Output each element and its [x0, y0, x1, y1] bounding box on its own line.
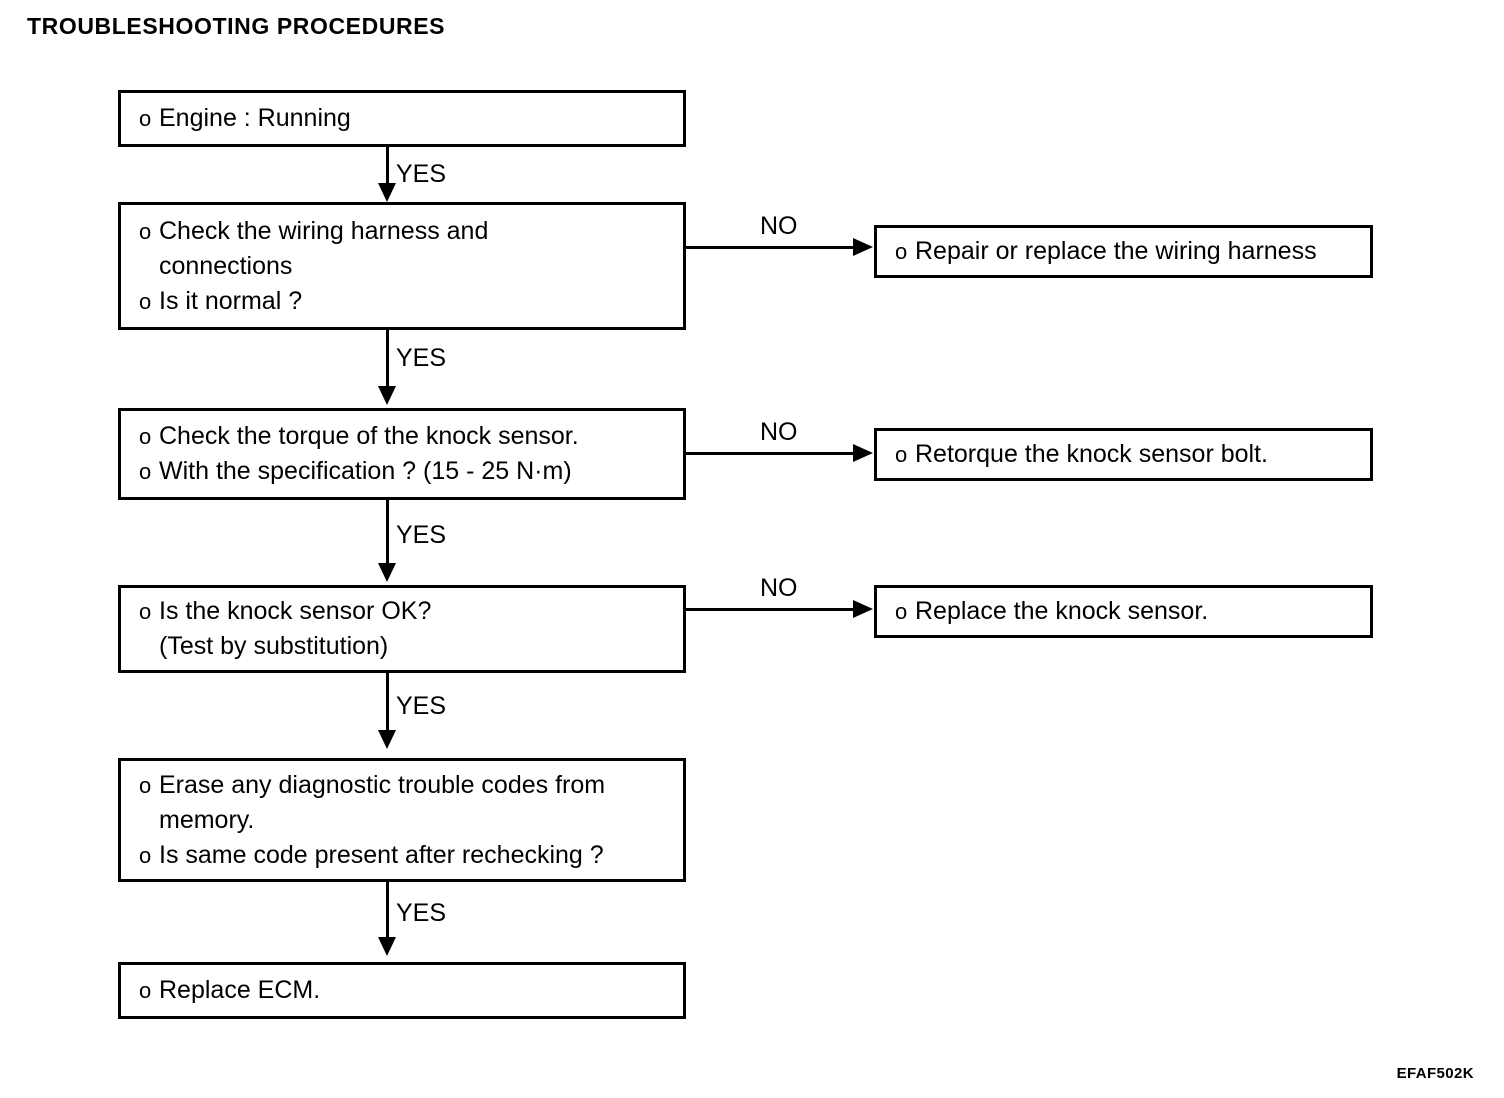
node-line: o Is it normal ?: [121, 284, 683, 319]
bullet-marker: o: [139, 459, 152, 484]
node-text: Is same code present after rechecking ?: [159, 840, 604, 869]
node-text: Check the wiring harness and: [159, 216, 489, 245]
edge-label-yes-1: YES: [396, 160, 447, 188]
edge-label-yes-2: YES: [396, 344, 447, 372]
node-text: connections: [159, 251, 293, 280]
node-line: o Engine : Running: [121, 101, 683, 136]
edge-label-no-1: NO: [760, 212, 798, 240]
page-title: TROUBLESHOOTING PROCEDURES: [27, 13, 446, 39]
connector-arrow-2: [378, 386, 396, 405]
connector-line-2: [386, 330, 389, 390]
edge-label-no-3: NO: [760, 574, 798, 602]
node-line: o With the specification ? (15 - 25 N·m): [121, 454, 683, 489]
flow-node-knock-sensor-ok: o Is the knock sensor OK? o (Test by sub…: [118, 585, 686, 673]
bullet-marker: o: [139, 772, 152, 798]
branch-arrow-no-3: [853, 600, 873, 618]
connector-line-4: [386, 673, 389, 734]
node-line: o Is same code present after rechecking …: [121, 838, 683, 873]
node-line: o memory.: [121, 803, 683, 838]
branch-line-no-3: [686, 608, 854, 611]
flow-node-check-torque: o Check the torque of the knock sensor. …: [118, 408, 686, 500]
bullet-marker: o: [139, 599, 152, 624]
edge-label-yes-5: YES: [396, 899, 447, 927]
node-text: memory.: [159, 805, 255, 834]
connector-arrow-1: [378, 183, 396, 202]
bullet-marker: o: [895, 239, 908, 264]
bullet-marker: o: [139, 978, 152, 1003]
node-line: o Repair or replace the wiring harness: [877, 234, 1370, 269]
branch-line-no-1: [686, 246, 854, 249]
node-text: Is the knock sensor OK?: [159, 597, 432, 625]
edge-label-no-2: NO: [760, 418, 798, 446]
node-line: o Check the torque of the knock sensor.: [121, 419, 683, 454]
node-line: o Replace the knock sensor.: [877, 594, 1370, 629]
node-text: Engine : Running: [159, 104, 351, 132]
node-line: o Replace ECM.: [121, 973, 683, 1008]
connector-arrow-3: [378, 563, 396, 582]
node-text: Is it normal ?: [159, 286, 303, 315]
edge-label-yes-3: YES: [396, 521, 447, 549]
node-line: o Retorque the knock sensor bolt.: [877, 437, 1370, 472]
bullet-marker: o: [895, 442, 908, 467]
node-text: Check the torque of the knock sensor.: [159, 422, 579, 450]
flow-node-retorque-bolt: o Retorque the knock sensor bolt.: [874, 428, 1373, 481]
figure-code: EFAF502K: [1396, 1065, 1474, 1082]
node-line: o Check the wiring harness and: [121, 214, 683, 249]
bullet-marker: o: [139, 106, 152, 131]
bullet-marker: o: [895, 599, 908, 624]
connector-arrow-4: [378, 730, 396, 749]
flow-node-engine-running: o Engine : Running: [118, 90, 686, 147]
flow-node-repair-wiring-harness: o Repair or replace the wiring harness: [874, 225, 1373, 278]
bullet-marker: o: [139, 424, 152, 449]
branch-line-no-2: [686, 452, 854, 455]
connector-arrow-5: [378, 937, 396, 956]
node-line: o Erase any diagnostic trouble codes fro…: [121, 768, 683, 803]
branch-arrow-no-2: [853, 444, 873, 462]
flow-node-check-wiring-harness: o Check the wiring harness and o connect…: [118, 202, 686, 330]
flow-node-replace-knock-sensor: o Replace the knock sensor.: [874, 585, 1373, 638]
node-text: Repair or replace the wiring harness: [915, 237, 1317, 265]
branch-arrow-no-1: [853, 238, 873, 256]
bullet-marker: o: [139, 842, 152, 868]
bullet-marker: o: [139, 218, 152, 244]
node-line: o (Test by substitution): [121, 629, 683, 664]
flow-node-replace-ecm: o Replace ECM.: [118, 962, 686, 1019]
node-line: o Is the knock sensor OK?: [121, 594, 683, 629]
node-text: Replace the knock sensor.: [915, 597, 1209, 625]
flow-node-erase-codes: o Erase any diagnostic trouble codes fro…: [118, 758, 686, 882]
edge-label-yes-4: YES: [396, 692, 447, 720]
node-text: Replace ECM.: [159, 976, 321, 1004]
node-text: With the specification ? (15 - 25 N·m): [159, 457, 572, 485]
connector-line-1: [386, 147, 389, 188]
node-text: (Test by substitution): [159, 632, 389, 660]
node-text: Retorque the knock sensor bolt.: [915, 440, 1268, 468]
bullet-marker: o: [139, 288, 152, 314]
node-text: Erase any diagnostic trouble codes from: [159, 770, 606, 799]
connector-line-3: [386, 500, 389, 568]
node-line: o connections: [121, 249, 683, 284]
connector-line-5: [386, 882, 389, 940]
